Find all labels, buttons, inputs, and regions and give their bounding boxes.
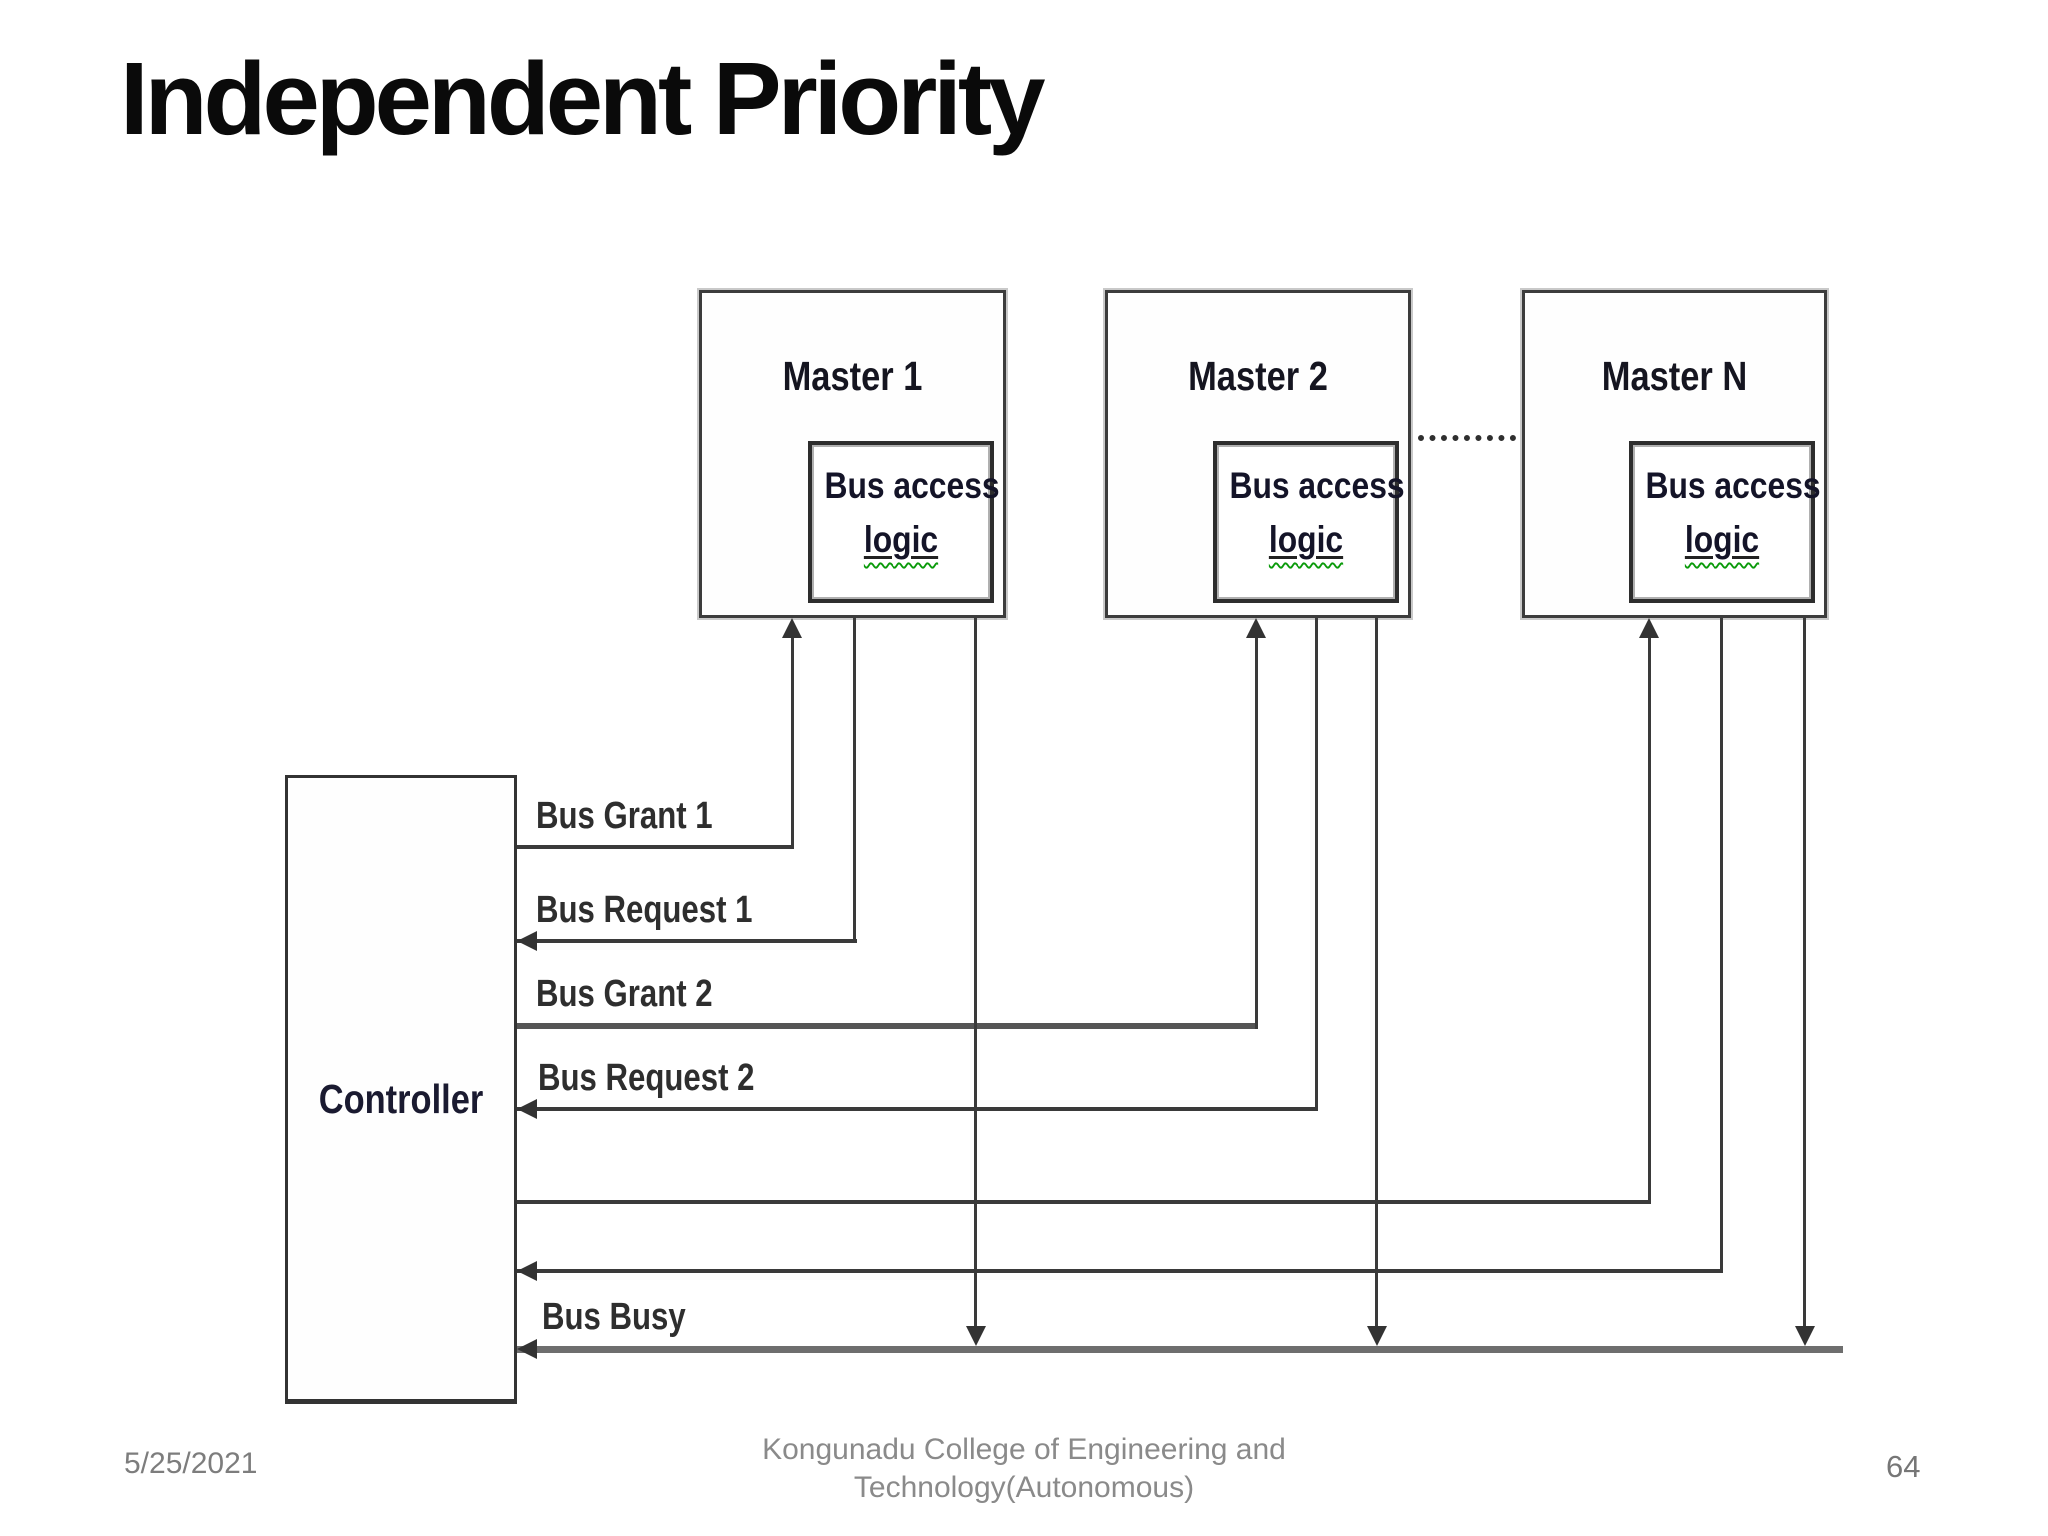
bus-grant-1-line: [517, 845, 794, 849]
bus-busy-line: [517, 1346, 1843, 1353]
ellipsis-separator: [1418, 435, 1516, 441]
bus-grant-2-label: Bus Grant 2: [536, 973, 713, 1015]
arrow-up-into-master-2: [1246, 618, 1266, 638]
footer-date: 5/25/2021: [124, 1447, 258, 1480]
master-1-grant-vertical: [791, 636, 794, 849]
bus-request-2-label: Bus Request 2: [538, 1057, 755, 1099]
logic-text: logic: [863, 519, 939, 560]
arrow-up-into-master-1: [782, 618, 802, 638]
master-1-bus-access-logic-box: Bus access logic: [808, 441, 1000, 603]
arrow-left-request-2: [517, 1099, 537, 1119]
footer-institution: Kongunadu College of Engineering and Tec…: [624, 1431, 1424, 1507]
master-n-busy-vertical: [1803, 618, 1806, 1328]
master-n-label: Master N: [1601, 353, 1748, 399]
arrow-down-busy-1: [966, 1326, 986, 1346]
arrow-down-busy-n: [1795, 1326, 1815, 1346]
master-2-box: Master 2 Bus access logic: [1105, 290, 1411, 618]
controller-box: Controller: [285, 775, 517, 1404]
bus-request-1-line: [517, 939, 857, 943]
footer-institution-line2: Technology(Autonomous): [853, 1471, 1195, 1504]
bus-access-text: Bus access: [824, 465, 1000, 506]
bus-grant-2-line: [517, 1023, 1258, 1029]
page-number: 64: [1886, 1449, 1921, 1484]
master-1-label: Master 1: [782, 353, 923, 399]
controller-label: Controller: [318, 1076, 484, 1122]
arrow-left-request-1: [517, 931, 537, 951]
arrow-down-busy-2: [1367, 1326, 1387, 1346]
master-2-bus-access-logic-box: Bus access logic: [1213, 441, 1405, 603]
bus-grant-1-label: Bus Grant 1: [536, 795, 713, 837]
logic-text: logic: [1684, 519, 1760, 560]
master-2-label: Master 2: [1188, 353, 1328, 399]
master-2-request-vertical: [1315, 618, 1318, 1111]
arrow-left-request-n: [517, 1261, 537, 1281]
bus-request-1-label: Bus Request 1: [536, 889, 753, 931]
slide-title: Independent Priority: [120, 41, 1045, 156]
master-2-grant-vertical: [1255, 636, 1258, 1029]
master-1-request-vertical: [853, 618, 856, 943]
master-1-busy-vertical: [974, 618, 977, 1328]
bus-busy-label: Bus Busy: [542, 1296, 686, 1338]
master-1-box: Master 1 Bus access logic: [699, 290, 1006, 618]
bus-access-text: Bus access: [1645, 465, 1821, 506]
arrow-left-busy: [517, 1339, 537, 1359]
master-2-busy-vertical: [1375, 618, 1378, 1328]
logic-text: logic: [1268, 519, 1344, 560]
master-n-request-vertical: [1720, 618, 1723, 1273]
bus-access-text: Bus access: [1229, 465, 1405, 506]
bus-request-n-line: [517, 1269, 1723, 1273]
master-n-box: Master N Bus access logic: [1522, 290, 1827, 618]
master-n-grant-vertical: [1648, 636, 1651, 1204]
master-n-bus-access-logic-box: Bus access logic: [1629, 441, 1821, 603]
arrow-up-into-master-n: [1639, 618, 1659, 638]
footer-institution-line1: Kongunadu College of Engineering and: [762, 1433, 1286, 1466]
bus-grant-n-line: [517, 1200, 1651, 1204]
bus-request-2-line: [517, 1107, 1317, 1111]
